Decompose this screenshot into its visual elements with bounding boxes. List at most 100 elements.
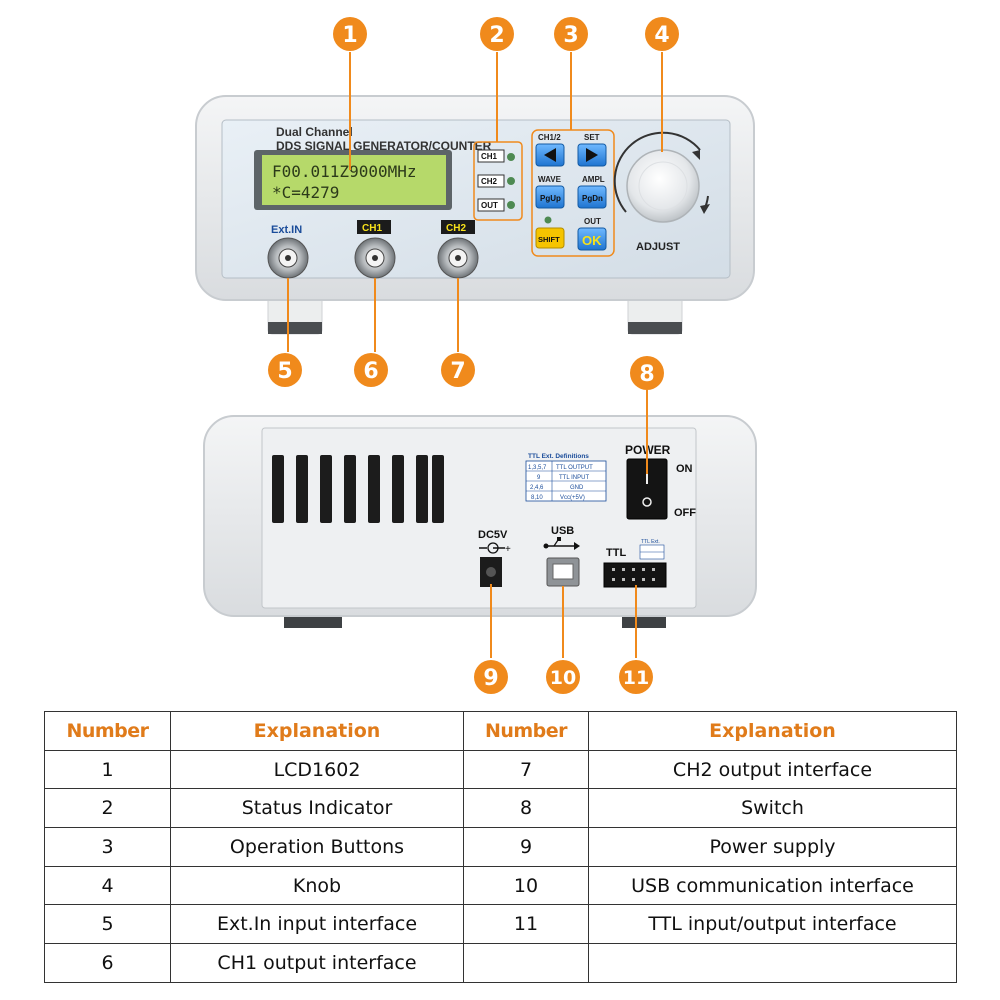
- row-explanation: LCD1602: [170, 749, 464, 790]
- callout-badges: 1 2 3 4 5 6 7 8 9 10 11: [268, 17, 679, 694]
- ttl-row2-pins: 9: [537, 475, 541, 481]
- svg-text:2: 2: [489, 23, 504, 48]
- callout-10: [546, 660, 580, 694]
- ttl-table-title: TTL Ext. Definitions: [528, 453, 589, 460]
- ch2-label: CH2: [446, 223, 466, 234]
- shift-button[interactable]: [535, 227, 565, 249]
- pgup-button[interactable]: [535, 185, 565, 209]
- power-off-mark: [642, 497, 652, 507]
- callout-7: [441, 353, 475, 387]
- table-row: 1 LCD1602 7 CH2 output interface: [44, 749, 957, 790]
- callout-2: [480, 17, 514, 51]
- switch-off-label: OFF: [674, 507, 696, 519]
- row-explanation: Knob: [170, 865, 464, 906]
- svg-text:1: 1: [342, 23, 357, 48]
- svg-text:9: 9: [483, 666, 498, 691]
- row-explanation: Ext.In input interface: [170, 904, 464, 945]
- pgdn-button[interactable]: [577, 185, 607, 209]
- header-explanation-left: Explanation: [170, 711, 464, 751]
- svg-text:10: 10: [550, 667, 576, 689]
- ttl-row1-pins: 1,3,5,7: [528, 465, 547, 471]
- ttl-label: TTL: [606, 547, 626, 559]
- row-number: 9: [463, 827, 589, 867]
- callout-4: [645, 17, 679, 51]
- svg-text:7: 7: [450, 359, 465, 384]
- ttl-row1-def: TTL OUTPUT: [556, 465, 593, 471]
- right-arrow-icon: [586, 148, 598, 162]
- lcd-line1: F00.011Z9000MHz: [272, 162, 417, 181]
- row-explanation: Switch: [588, 788, 957, 829]
- callout-9: [474, 660, 508, 694]
- label-ch12: CH1/2: [538, 133, 561, 142]
- switch-on-label: ON: [676, 463, 693, 475]
- pgdn-label: PgDn: [582, 194, 603, 203]
- dc5v-label: DC5V: [478, 529, 508, 541]
- row-explanation: CH1 output interface: [170, 943, 464, 983]
- ttl-header-port[interactable]: [603, 562, 667, 588]
- table-row: 5 Ext.In input interface 11 TTL input/ou…: [44, 904, 957, 945]
- lcd-line2: *C=4279: [272, 183, 339, 202]
- indicator-out-led: [507, 201, 515, 209]
- row-number: 4: [44, 865, 171, 906]
- label-set: SET: [584, 133, 600, 142]
- table-row: 3 Operation Buttons 9 Power supply: [44, 827, 957, 867]
- callout-1: [333, 17, 367, 51]
- row-number: 2: [44, 788, 171, 829]
- label-wave: WAVE: [538, 175, 562, 184]
- front-connectors: Ext.IN CH1 CH2: [267, 220, 479, 279]
- rear-vents: [272, 455, 444, 523]
- callout-5: [268, 353, 302, 387]
- callout-8: [630, 356, 664, 390]
- row-explanation: Status Indicator: [170, 788, 464, 829]
- front-title-line2: DDS SIGNAL GENERATOR/COUNTER: [276, 139, 492, 153]
- ttl-row4-def: Vcc(+5V): [560, 495, 585, 501]
- row-number: 3: [44, 827, 171, 867]
- table-row: 6 CH1 output interface: [44, 943, 957, 983]
- svg-text:5: 5: [277, 359, 292, 384]
- ch1-label-box: [357, 220, 391, 234]
- pgup-label: PgUp: [540, 194, 561, 203]
- ch1-label: CH1: [362, 223, 382, 234]
- indicator-ch1-led: [507, 153, 515, 161]
- rear-panel: TTL Ext. Definitions 1,3,5,7 TTL OUTPUT …: [203, 415, 757, 628]
- ttl-row3-pins: 2,4,6: [530, 485, 544, 491]
- row-number: 7: [463, 749, 589, 790]
- ttl-row2-def: TTL INPUT: [559, 475, 589, 481]
- callout-6: [354, 353, 388, 387]
- front-title-line1: Dual Channel: [276, 125, 353, 139]
- svg-text:8: 8: [639, 362, 654, 387]
- row-number: 5: [44, 904, 171, 945]
- callout-3: [554, 17, 588, 51]
- front-panel: Dual Channel DDS SIGNAL GENERATOR/COUNTE…: [195, 95, 755, 335]
- indicator-ch1-label: CH1: [481, 152, 498, 161]
- left-arrow-icon: [544, 148, 556, 162]
- indicator-ch2-label: CH2: [481, 177, 498, 186]
- table-row: 4 Knob 10 USB communication interface: [44, 865, 957, 906]
- operation-buttons: CH1/2 SET WAVE AMPL PgUp PgDn OUT SHIFT …: [535, 133, 607, 251]
- label-out: OUT: [584, 217, 601, 226]
- header-number-right: Number: [463, 711, 589, 751]
- row-explanation: USB communication interface: [588, 865, 957, 906]
- usb-label: USB: [551, 525, 574, 537]
- legend-header-row: Number Explanation Number Explanation: [44, 711, 957, 751]
- svg-text:6: 6: [363, 359, 378, 384]
- status-indicators: CH1 CH2 OUT: [477, 149, 515, 212]
- row-number: 8: [463, 788, 589, 829]
- row-number: 11: [463, 904, 589, 945]
- header-explanation-right: Explanation: [588, 711, 957, 751]
- svg-text:+: +: [505, 544, 511, 555]
- buttons-highlight-box: [531, 129, 615, 257]
- shift-led: [544, 216, 552, 224]
- row-explanation: Operation Buttons: [170, 827, 464, 867]
- svg-text:3: 3: [563, 23, 578, 48]
- callout-lines: [287, 52, 663, 658]
- svg-text:4: 4: [654, 23, 669, 48]
- lcd-screen: [262, 155, 446, 205]
- ok-button[interactable]: [577, 227, 607, 251]
- row-number: 1: [44, 749, 171, 790]
- indicator-out-label: OUT: [481, 201, 498, 210]
- svg-text:11: 11: [623, 667, 649, 689]
- indicator-ch2-led: [507, 177, 515, 185]
- row-explanation: CH2 output interface: [588, 749, 957, 790]
